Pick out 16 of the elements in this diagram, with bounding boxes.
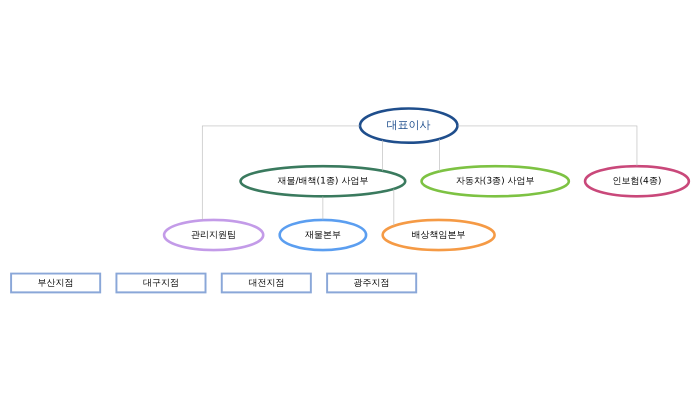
node-ellipse: 재물본부 — [278, 218, 368, 251]
node-box: 대구지점 — [115, 272, 206, 293]
node-box: 부산지점 — [10, 272, 102, 293]
node-ellipse: 자동차(3종) 사업부 — [420, 164, 570, 198]
node-ellipse: 대표이사 — [358, 106, 459, 144]
node-ellipse: 재물/배책(1종) 사업부 — [239, 164, 407, 198]
node-ellipse: 인보험(4종) — [584, 164, 690, 198]
connector — [457, 125, 638, 166]
node-ellipse: 관리지원팀 — [162, 218, 265, 251]
node-box: 대전지점 — [220, 272, 312, 293]
node-ellipse: 배상책임본부 — [381, 218, 496, 251]
connector — [202, 125, 360, 220]
connector — [439, 138, 440, 171]
connector — [382, 139, 383, 171]
connector — [322, 196, 324, 220]
node-box: 광주지점 — [326, 272, 418, 293]
